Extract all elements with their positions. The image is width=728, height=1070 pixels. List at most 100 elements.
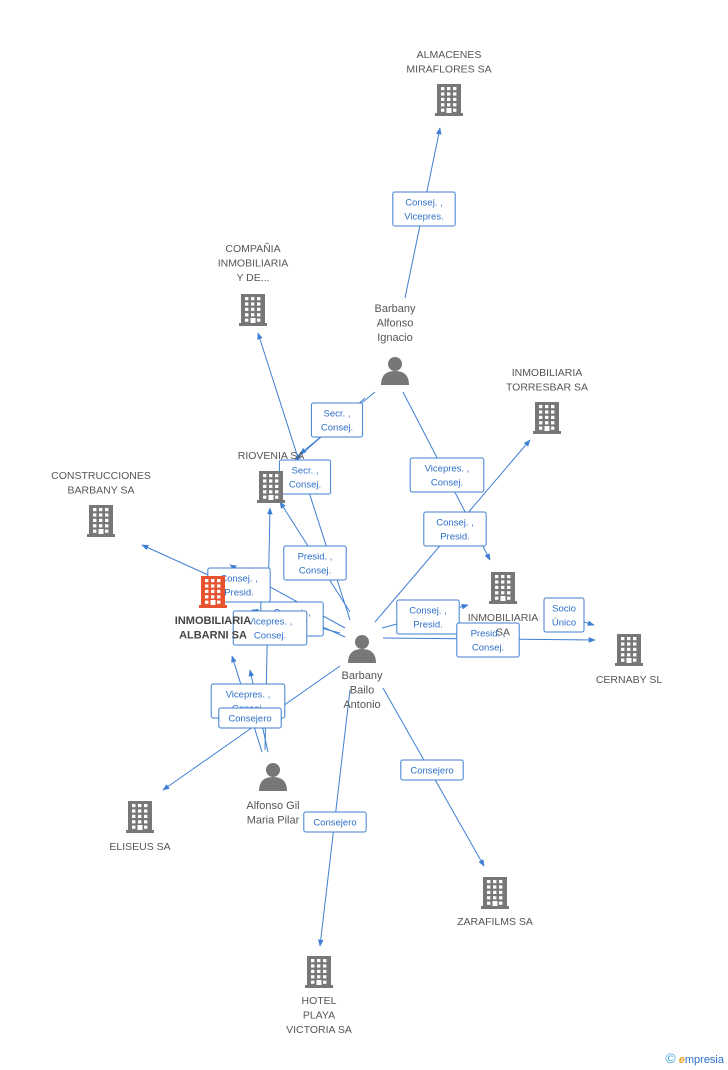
building-window bbox=[453, 108, 457, 112]
edge-label[interactable]: Consejero bbox=[400, 759, 464, 781]
node-label: Alfonso bbox=[377, 318, 414, 330]
building-window bbox=[633, 637, 637, 641]
edges-layer bbox=[141, 127, 596, 947]
building-window bbox=[245, 318, 249, 322]
watermark: © empresia bbox=[665, 1050, 724, 1066]
building-window bbox=[507, 580, 511, 584]
edge-label[interactable]: Consej. ,Presid. bbox=[396, 599, 460, 635]
building-window bbox=[217, 579, 221, 583]
edge-label-text: Presid. bbox=[224, 588, 254, 599]
edge-label[interactable]: Consejero bbox=[218, 707, 282, 729]
building-window bbox=[138, 804, 142, 808]
node-eliseus[interactable]: ELISEUS SA bbox=[109, 801, 171, 853]
building-window bbox=[495, 596, 499, 600]
edge-label-text: Consej. bbox=[299, 566, 331, 577]
node-cernaby[interactable]: CERNABY SL bbox=[596, 634, 662, 686]
building-window bbox=[633, 653, 637, 657]
building-window bbox=[539, 421, 543, 425]
building-base bbox=[615, 663, 643, 666]
building-window bbox=[263, 484, 267, 488]
building-window bbox=[495, 585, 499, 589]
building-window bbox=[501, 585, 505, 589]
edge-label-box bbox=[310, 402, 364, 438]
building-window bbox=[311, 969, 315, 973]
node-label: RIOVENIA SA bbox=[238, 450, 305, 462]
building-icon bbox=[257, 471, 285, 503]
node-label: CONSTRUCCIONES bbox=[51, 470, 151, 482]
edge-label-text: Consej. bbox=[431, 478, 463, 489]
node-label: INMOBILIARIA bbox=[175, 615, 251, 627]
building-door bbox=[544, 426, 550, 431]
building-window bbox=[251, 297, 255, 301]
edge-label[interactable]: Secr. ,Consej. bbox=[310, 402, 364, 438]
edge-label[interactable]: Consejero bbox=[303, 811, 367, 833]
node-label: ELISEUS SA bbox=[109, 841, 170, 853]
building-window bbox=[93, 513, 97, 517]
node-zarafilms[interactable]: ZARAFILMS SA bbox=[457, 877, 533, 928]
edge-label[interactable]: Consej. ,Presid. bbox=[423, 511, 487, 547]
edge-label-text: Consejero bbox=[228, 714, 271, 725]
building-window bbox=[447, 87, 451, 91]
person-icon bbox=[259, 763, 287, 791]
building-window bbox=[499, 885, 503, 889]
building-window bbox=[138, 820, 142, 824]
building-window bbox=[205, 595, 209, 599]
building-window bbox=[144, 820, 148, 824]
node-label: SA bbox=[496, 627, 510, 639]
building-window bbox=[257, 313, 261, 317]
edge-label-text: Consej. , bbox=[405, 198, 443, 209]
building-base bbox=[257, 500, 285, 503]
building-window bbox=[551, 426, 555, 430]
building-window bbox=[217, 589, 221, 593]
building-window bbox=[551, 415, 555, 419]
building-window bbox=[245, 313, 249, 317]
building-base bbox=[239, 323, 267, 326]
building-window bbox=[441, 108, 445, 112]
building-window bbox=[257, 318, 261, 322]
person-body bbox=[381, 371, 409, 385]
node-label: Barbany bbox=[342, 670, 383, 682]
edge-label[interactable]: Vicepres. ,Consej. bbox=[409, 457, 485, 493]
building-window bbox=[275, 495, 279, 499]
node-label: Bailo bbox=[350, 685, 374, 697]
edge-label-text: Consej. bbox=[254, 631, 286, 642]
building-window bbox=[251, 302, 255, 306]
edge-label[interactable]: Vicepres. ,Consej. bbox=[232, 610, 308, 646]
copyright-icon: © bbox=[665, 1050, 676, 1066]
building-window bbox=[263, 474, 267, 478]
node-riovenia[interactable]: RIOVENIA SA bbox=[238, 450, 305, 503]
node-label: TORRESBAR SA bbox=[506, 382, 588, 394]
building-window bbox=[501, 591, 505, 595]
edge-label[interactable]: Presid. ,Consej. bbox=[283, 545, 347, 581]
edge-label-text: Presid. bbox=[440, 532, 470, 543]
building-window bbox=[251, 313, 255, 317]
building-window bbox=[633, 647, 637, 651]
edge-label-text: Presid. bbox=[413, 620, 443, 631]
edge-label[interactable]: Secr. ,Consej. bbox=[278, 459, 332, 495]
edge-label[interactable]: Consej. ,Vicepres. bbox=[392, 191, 456, 227]
edge-label-text: Consejero bbox=[313, 818, 356, 829]
building-window bbox=[441, 103, 445, 107]
building-window bbox=[93, 529, 97, 533]
node-label: Antonio bbox=[343, 699, 380, 711]
person-head bbox=[266, 763, 280, 777]
building-window bbox=[132, 814, 136, 818]
building-base bbox=[533, 431, 561, 434]
building-window bbox=[539, 405, 543, 409]
building-window bbox=[105, 524, 109, 528]
edge-label-box bbox=[423, 511, 487, 547]
building-door bbox=[500, 596, 506, 601]
node-label: CERNABY SL bbox=[596, 674, 662, 686]
edge-label[interactable]: Presid. ,Consej. bbox=[456, 622, 520, 658]
